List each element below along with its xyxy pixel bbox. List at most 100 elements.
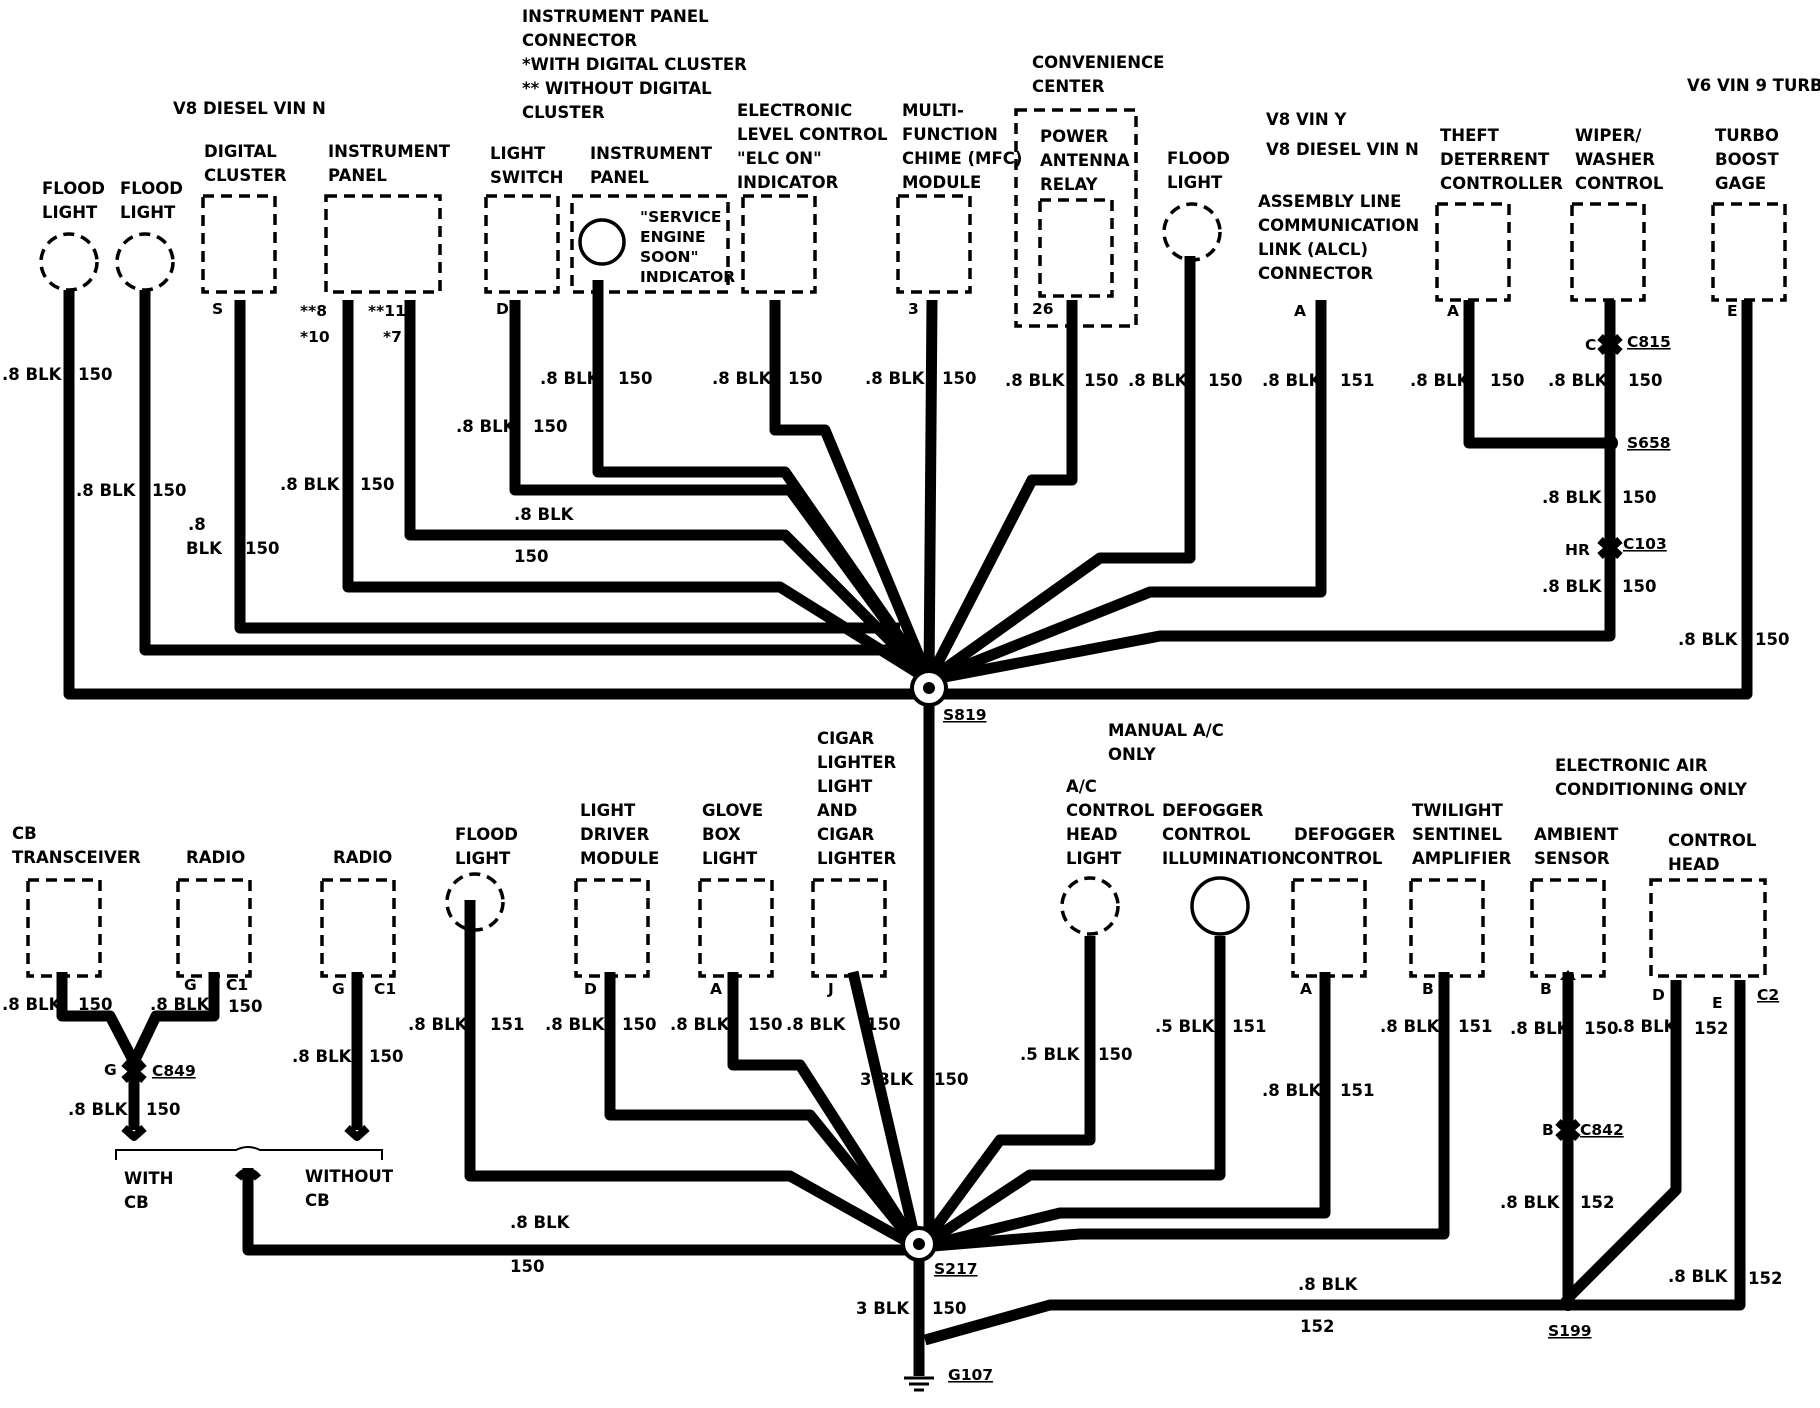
- light-driver-box: [574, 878, 650, 978]
- svg-text:INDICATOR: INDICATOR: [737, 173, 839, 192]
- svg-text:.8 BLK: .8 BLK: [510, 1213, 571, 1232]
- svg-text:CONTROL: CONTROL: [1162, 825, 1251, 844]
- svg-text:LIGHT: LIGHT: [455, 849, 511, 868]
- svg-text:S217: S217: [934, 1260, 978, 1278]
- svg-text:S658: S658: [1627, 434, 1671, 452]
- top-components: [39, 108, 1787, 328]
- svg-text:.8 BLK: .8 BLK: [150, 995, 211, 1014]
- svg-text:150: 150: [514, 547, 548, 566]
- svg-text:150: 150: [360, 475, 394, 494]
- svg-text:CLUSTER: CLUSTER: [204, 166, 287, 185]
- wiper-washer-box: [1570, 202, 1646, 302]
- alcl-label: ASSEMBLY LINE: [1258, 192, 1401, 211]
- with-cb-label: WITH: [124, 1169, 173, 1188]
- ambient-sensor-box: [1530, 878, 1606, 978]
- svg-text:.8 BLK: .8 BLK: [1128, 371, 1189, 390]
- elc-label: ELECTRONIC: [737, 101, 852, 120]
- svg-text:150: 150: [788, 369, 822, 388]
- svg-text:.8 BLK: .8 BLK: [76, 481, 137, 500]
- svg-text:3 BLK: 3 BLK: [860, 1070, 914, 1089]
- svg-text:ANTENNA: ANTENNA: [1040, 151, 1130, 170]
- svg-text:CONNECTOR: CONNECTOR: [1258, 264, 1373, 283]
- flood-light-1-symbol: [39, 232, 99, 292]
- ac-head-light-symbol: [1060, 876, 1120, 936]
- svg-text:CONTROL: CONTROL: [1575, 174, 1664, 193]
- theft-deterrent-box: [1435, 202, 1511, 302]
- svg-text:150: 150: [1084, 371, 1118, 390]
- svg-text:CONTROLLER: CONTROLLER: [1440, 174, 1563, 193]
- svg-text:S: S: [212, 300, 223, 318]
- cb-transceiver-box: [26, 878, 102, 978]
- svg-text:150: 150: [245, 539, 279, 558]
- twilight-box: [1409, 878, 1485, 978]
- svg-text:151: 151: [1232, 1017, 1266, 1036]
- svg-text:LIGHT: LIGHT: [42, 203, 98, 222]
- svg-text:150: 150: [618, 369, 652, 388]
- svg-text:SENSOR: SENSOR: [1534, 849, 1610, 868]
- svg-text:RELAY: RELAY: [1040, 175, 1099, 194]
- defogger-illum-symbol: [1190, 876, 1250, 936]
- svg-text:*7: *7: [383, 328, 402, 346]
- svg-text:CB: CB: [124, 1193, 149, 1212]
- svg-text:150: 150: [1490, 371, 1524, 390]
- svg-text:ILLUMINATION: ILLUMINATION: [1162, 849, 1295, 868]
- svg-text:150: 150: [228, 997, 262, 1016]
- svg-text:S199: S199: [1548, 1322, 1592, 1340]
- svg-text:.8 BLK: .8 BLK: [1678, 630, 1739, 649]
- glove-box-box: [698, 878, 774, 978]
- svg-text:150: 150: [1628, 371, 1662, 390]
- svg-text:150: 150: [510, 1257, 544, 1276]
- flood-light-3-label: FLOOD: [1167, 149, 1230, 168]
- note-v8-vin-y: V8 VIN Y: [1266, 110, 1347, 129]
- svg-text:.8 BLK: .8 BLK: [1410, 371, 1471, 390]
- svg-text:.8 BLK: .8 BLK: [2, 365, 63, 384]
- svg-text:150: 150: [1622, 488, 1656, 507]
- svg-text:150: 150: [1755, 630, 1789, 649]
- svg-text:26: 26: [1032, 300, 1054, 318]
- svg-text:B: B: [1542, 1121, 1554, 1139]
- instrument-panel-2-box: [570, 194, 730, 294]
- svg-text:TRANSCEIVER: TRANSCEIVER: [12, 848, 141, 867]
- svg-text:C1: C1: [226, 976, 248, 994]
- digital-cluster-label: DIGITAL: [204, 142, 277, 161]
- note-v8-diesel: V8 DIESEL VIN N: [173, 99, 326, 118]
- svg-text:150: 150: [932, 1299, 966, 1318]
- splice-s819: [910, 669, 948, 707]
- svg-text:**8: **8: [300, 302, 327, 320]
- flood-light-2-label: FLOOD: [120, 179, 183, 198]
- ip-connector-line5: CLUSTER: [522, 103, 605, 122]
- svg-text:**11: **11: [368, 302, 406, 320]
- power-antenna-relay-box: [1038, 198, 1114, 298]
- svg-text:.5 BLK: .5 BLK: [1020, 1045, 1081, 1064]
- svg-text:E: E: [1712, 994, 1723, 1012]
- svg-text:152: 152: [1748, 1269, 1782, 1288]
- svg-text:LIGHTER: LIGHTER: [817, 849, 897, 868]
- svg-text:.8 BLK: .8 BLK: [408, 1015, 469, 1034]
- radio-1-label: RADIO: [186, 848, 245, 867]
- svg-text:CENTER: CENTER: [1032, 77, 1105, 96]
- svg-text:.8 BLK: .8 BLK: [1500, 1193, 1561, 1212]
- svg-text:ONLY: ONLY: [1108, 745, 1157, 764]
- instrument-panel-label: INSTRUMENT: [328, 142, 451, 161]
- svg-text:C849: C849: [152, 1062, 196, 1080]
- top-connector-labels: C815 S658 C103 S819: [943, 333, 1671, 724]
- svg-text:150: 150: [146, 1100, 180, 1119]
- svg-text:.5 BLK: .5 BLK: [1155, 1017, 1216, 1036]
- svg-text:LIGHTER: LIGHTER: [817, 753, 897, 772]
- bottom-wires: [56, 900, 1746, 1376]
- svg-text:CONTROL: CONTROL: [1066, 801, 1155, 820]
- turbo-label: TURBO: [1715, 126, 1779, 145]
- splice-s217: [901, 1226, 937, 1262]
- top-connector-markers: [1597, 334, 1623, 559]
- svg-text:151: 151: [1340, 371, 1374, 390]
- svg-text:LEVEL CONTROL: LEVEL CONTROL: [737, 125, 888, 144]
- svg-text:.8 BLK: .8 BLK: [545, 1015, 606, 1034]
- elc-indicator-box: [741, 194, 817, 294]
- svg-text:BOX: BOX: [702, 825, 741, 844]
- svg-text:LIGHT: LIGHT: [702, 849, 758, 868]
- manual-ac-note: MANUAL A/C: [1108, 721, 1224, 740]
- svg-text:FUNCTION: FUNCTION: [902, 125, 998, 144]
- flood-light-bottom-label: FLOOD: [455, 825, 518, 844]
- svg-text:CIGAR: CIGAR: [817, 825, 875, 844]
- svg-text:150: 150: [1098, 1045, 1132, 1064]
